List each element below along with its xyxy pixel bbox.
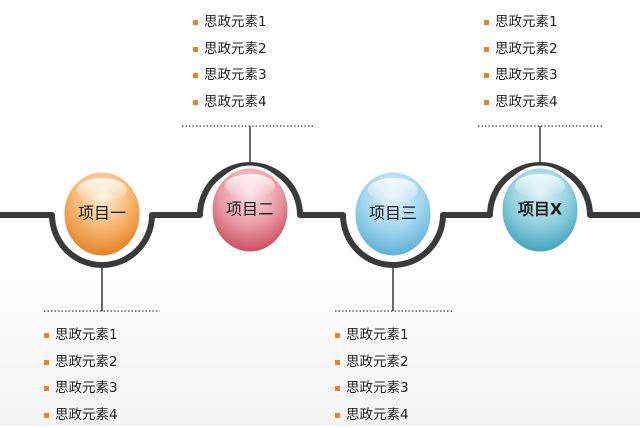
list-item: 思政元素1 xyxy=(193,9,267,36)
element-list-1: 思政元素1 思政元素2 思政元素3 思政元素4 xyxy=(44,322,118,428)
list-item: 思政元素1 xyxy=(484,9,558,36)
list-item: 思政元素2 xyxy=(193,36,267,63)
project-node-3: 项目三 xyxy=(354,171,432,257)
project-title-2: 项目二 xyxy=(226,200,274,219)
list-item: 思政元素3 xyxy=(44,375,118,402)
list-item: 思政元素1 xyxy=(335,322,409,349)
project-node-1: 项目一 xyxy=(63,171,141,257)
list-item: 思政元素4 xyxy=(484,89,558,116)
element-list-4: 思政元素1 思政元素2 思政元素3 思政元素4 xyxy=(484,9,558,115)
connector-2 xyxy=(182,126,314,165)
list-item: 思政元素4 xyxy=(44,402,118,428)
list-item: 思政元素3 xyxy=(484,62,558,89)
list-item: 思政元素2 xyxy=(44,349,118,376)
element-list-2: 思政元素1 思政元素2 思政元素3 思政元素4 xyxy=(193,9,267,115)
project-title-3: 项目三 xyxy=(369,204,417,223)
element-list-3: 思政元素1 思政元素2 思政元素3 思政元素4 xyxy=(335,322,409,428)
connector-1 xyxy=(44,265,160,311)
project-node-2: 项目二 xyxy=(211,167,289,253)
list-item: 思政元素4 xyxy=(335,402,409,428)
list-item: 思政元素4 xyxy=(193,89,267,116)
list-item: 思政元素3 xyxy=(193,62,267,89)
list-item: 思政元素3 xyxy=(335,375,409,402)
list-item: 思政元素1 xyxy=(44,322,118,349)
connector-4 xyxy=(478,126,602,165)
project-title-4: 项目X xyxy=(518,200,563,219)
project-node-4: 项目X xyxy=(501,167,579,253)
connector-3 xyxy=(335,265,452,311)
list-item: 思政元素2 xyxy=(335,349,409,376)
project-title-1: 项目一 xyxy=(78,204,126,223)
list-item: 思政元素2 xyxy=(484,36,558,63)
